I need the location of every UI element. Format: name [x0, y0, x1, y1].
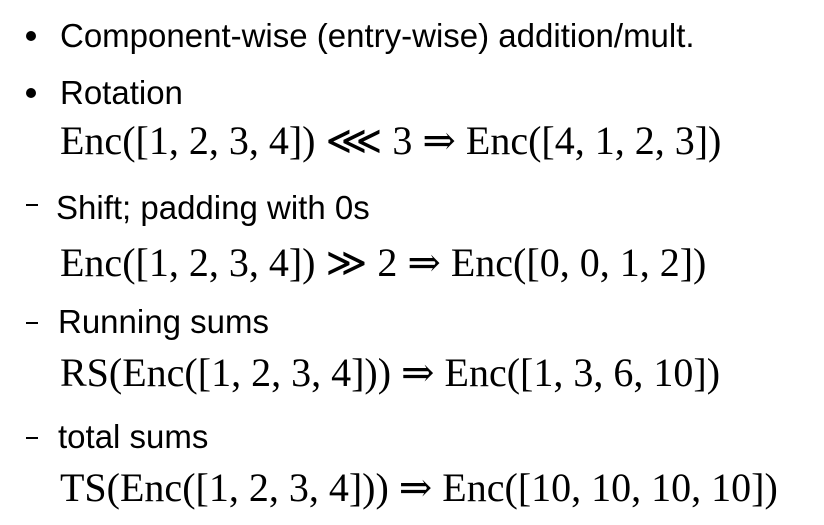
formula-running-sums: RS(Enc([1, 2, 3, 4])) ⇒ Enc([1, 3, 6, 10… [60, 350, 721, 395]
bullet-marker [26, 31, 36, 41]
formula-total-sums: TS(Enc([1, 2, 3, 4])) ⇒ Enc([10, 10, 10,… [60, 465, 778, 510]
formula-shift: Enc([1, 2, 3, 4]) ≫ 2 ⇒ Enc([0, 0, 1, 2]… [60, 240, 707, 285]
dash-marker [26, 204, 38, 206]
formula-rotation: Enc([1, 2, 3, 4]) ⋘ 3 ⇒ Enc([4, 1, 2, 3]… [60, 118, 722, 163]
dash-text-running-sums: Running sums [58, 303, 269, 340]
bullet-marker [26, 88, 36, 98]
dash-text-shift: Shift; padding with 0s [56, 189, 370, 226]
bullet-text-rotation: Rotation [60, 74, 183, 111]
bullet-text-component-wise: Component-wise (entry-wise) addition/mul… [60, 17, 695, 54]
dash-text-total-sums: total sums [58, 418, 209, 455]
dash-marker [26, 322, 38, 324]
dash-marker [26, 437, 38, 439]
